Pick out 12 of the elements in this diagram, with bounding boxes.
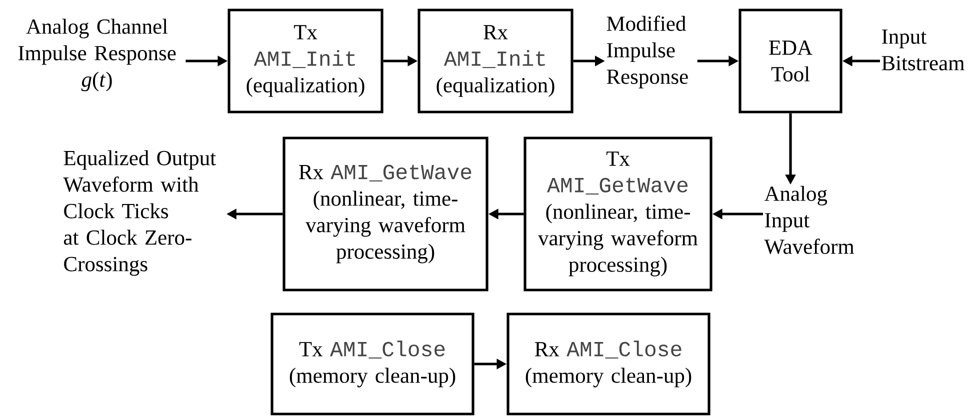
process-box: Tx AMI_GetWave (nonlinear, time-varying waveform processing) bbox=[524, 136, 712, 292]
flow-text: Analog Input Waveform bbox=[764, 186, 854, 254]
process-box: Tx AMI_Close (memory clean-up) bbox=[270, 312, 474, 416]
process-box: Rx AMI_Close (memory clean-up) bbox=[506, 312, 710, 416]
flow-text: Input Bitstream bbox=[882, 30, 964, 70]
process-box: EDA Tool bbox=[738, 8, 842, 114]
process-box: Rx AMI_Init (equalization) bbox=[418, 8, 574, 114]
process-box: Tx AMI_Init (equalization) bbox=[228, 8, 384, 114]
process-box: Rx AMI_GetWave (nonlinear, time-varying waveform processing) bbox=[282, 136, 488, 292]
flow-text: Equalized Output Waveform with Clock Ticks at Clock Zero-Crossings bbox=[63, 150, 216, 276]
flow-text: Analog Channel Impulse Response g(t) bbox=[18, 18, 176, 92]
flow-text: Modified Impulse Response bbox=[606, 16, 688, 88]
